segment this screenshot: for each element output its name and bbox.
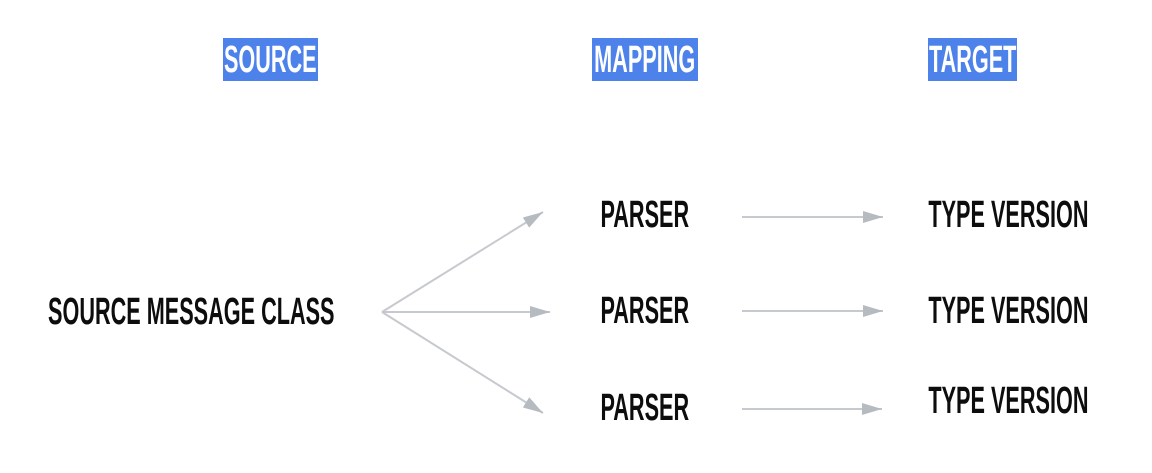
parser-node-1-label: PARSER: [600, 194, 690, 236]
fan-arrow-bottom: [381, 311, 544, 414]
column-header-source: SOURCE: [223, 38, 318, 81]
fan-arrow-top: [381, 211, 544, 313]
parser-node-3: PARSER: [585, 387, 705, 429]
parser-node-1: PARSER: [585, 194, 705, 236]
source-message-class-node: SOURCE MESSAGE CLASS: [40, 291, 342, 333]
parser-node-2: PARSER: [585, 290, 705, 332]
type-version-node-3-label: TYPE VERSION: [927, 380, 1089, 422]
type-version-node-1-label: TYPE VERSION: [927, 194, 1089, 236]
column-header-mapping: MAPPING: [592, 38, 698, 81]
type-version-node-1: TYPE VERSION: [918, 194, 1098, 236]
parser-node-2-label: PARSER: [600, 290, 690, 332]
column-header-target-label: TARGET: [928, 38, 1017, 81]
source-message-class-label: SOURCE MESSAGE CLASS: [47, 291, 335, 333]
type-version-node-3: TYPE VERSION: [918, 380, 1098, 422]
column-header-mapping-label: MAPPING: [594, 38, 696, 81]
parser-node-3-label: PARSER: [600, 387, 690, 429]
type-version-node-2: TYPE VERSION: [918, 290, 1098, 332]
column-header-source-label: SOURCE: [224, 38, 317, 81]
type-version-node-2-label: TYPE VERSION: [927, 290, 1089, 332]
column-header-target: TARGET: [928, 38, 1017, 81]
